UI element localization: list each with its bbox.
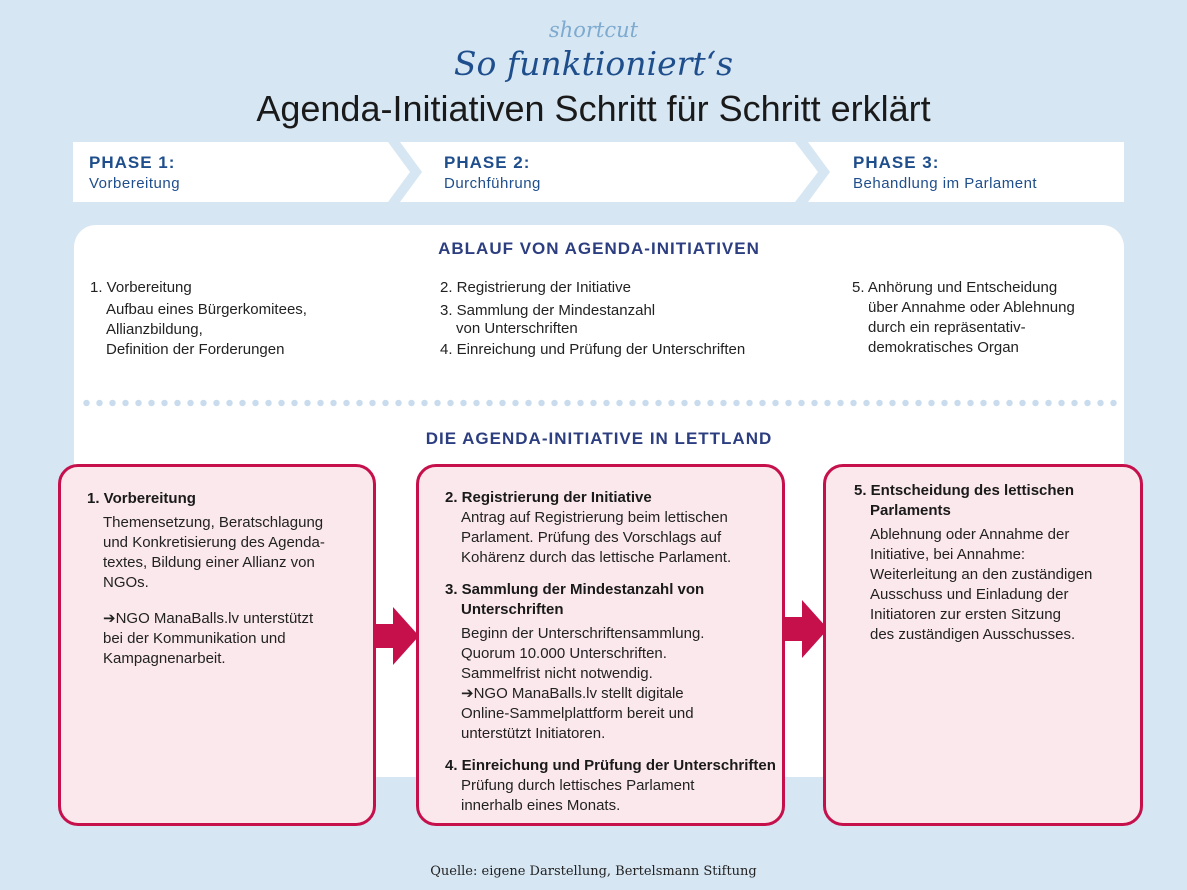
box-2-body-line: Sammelfrist nicht notwendig.	[461, 665, 653, 682]
box-2-heading-registration: 2. Registrierung der Initiative	[445, 489, 652, 506]
latvia-box-2: 2. Registrierung der Initiative Antrag a…	[416, 464, 785, 826]
box-1-body-line: Themensetzung, Beratschlagung	[103, 514, 324, 531]
box-1-body-line: textes, Bildung einer Allianz von	[103, 554, 315, 571]
box-2-body-line: Beginn der Unterschriftensammlung.	[461, 625, 705, 642]
box-3-body: Ablehnung oder Annahme der Initiative, b…	[854, 525, 1140, 645]
box-2-body-line: Online-Sammelplattform bereit und	[461, 705, 694, 722]
box-2-body-line: unterstützt Initiatoren.	[461, 725, 606, 742]
box-3-body-line: des zuständigen Ausschusses.	[870, 626, 1076, 643]
box-3-heading: 5. Entscheidung des lettischen	[854, 482, 1075, 499]
overview-item-1-line: Aufbau eines Bürgerkomitees,	[106, 301, 307, 318]
phase-3-subtitle: Behandlung im Parlament	[853, 175, 1038, 192]
overview-column-3: 5. Anhörung und Entscheidung über Annahm…	[852, 278, 1112, 358]
subtitle: So funktioniert‘s	[453, 44, 734, 83]
phase-1-chevron	[73, 142, 410, 202]
box-3-body-line: Weiterleitung an den zuständigen	[870, 566, 1093, 583]
box-3-body-line: Ausschuss und Einladung der	[870, 586, 1069, 603]
box-3-body-line: Initiative, bei Annahme:	[870, 546, 1026, 563]
overview-column-1: 1. Vorbereitung Aufbau eines Bürgerkomit…	[90, 278, 390, 360]
box-2-heading-submission: 4. Einreichung und Prüfung der Unterschr…	[445, 757, 776, 774]
phase-1: PHASE 1: Vorbereitung	[89, 153, 180, 192]
phase-bar: PHASE 1: Vorbereitung PHASE 2: Durchführ…	[0, 142, 1187, 202]
overview-heading: ABLAUF VON AGENDA-INITIATIVEN	[438, 239, 760, 258]
box-2-heading-collection-line: Unterschriften	[461, 601, 564, 618]
box-2-body-line: Quorum 10.000 Unterschriften.	[461, 645, 667, 662]
overview-item-5: 5. Anhörung und Entscheidung	[852, 279, 1058, 296]
box-2-body-line: Kohärenz durch das lettische Parlament.	[461, 549, 732, 566]
box-3-body-line: Ablehnung oder Annahme der	[870, 526, 1070, 543]
page-title: Agenda-Initiativen Schritt für Schritt e…	[256, 88, 931, 129]
box-1-note: ➔NGO ManaBalls.lv unterstützt bei der Ko…	[87, 609, 373, 669]
arrow-right-icon	[375, 607, 419, 665]
latvia-box-1: 1. Vorbereitung Themensetzung, Beratschl…	[58, 464, 376, 826]
overview-item-2: 2. Registrierung der Initiative	[440, 279, 631, 296]
phase-3-chevron	[808, 142, 1124, 202]
box-2-body-collection: Beginn der Unterschriftensammlung. Quoru…	[445, 624, 782, 744]
box-1-body-line: und Konkretisierung des Agenda-	[103, 534, 325, 551]
overview-item-4: 4. Einreichung und Prüfung der Unterschr…	[440, 341, 746, 358]
phase-1-subtitle: Vorbereitung	[89, 175, 181, 192]
overview-item-3-line: von Unterschriften	[456, 320, 578, 337]
kicker: shortcut	[548, 18, 639, 42]
source-note: Quelle: eigene Darstellung, Bertelsmann …	[430, 864, 757, 879]
box-2-body-line: innerhalb eines Monats.	[461, 797, 621, 814]
box-2-body-line: ➔NGO ManaBalls.lv stellt digitale	[461, 685, 684, 702]
arrow-right-icon	[784, 600, 828, 658]
phase-2-chevron	[400, 142, 818, 202]
box-1-body: Themensetzung, Beratschlagung und Konkre…	[87, 513, 373, 593]
phase-2: PHASE 2: Durchführung	[444, 153, 541, 192]
box-3-body-line: Initiatoren zur ersten Sitzung	[870, 606, 1061, 623]
box-2-body-line: Prüfung durch lettisches Parlament	[461, 777, 695, 794]
phase-1-title: PHASE 1:	[89, 153, 176, 172]
box-1-body-line: NGOs.	[103, 574, 149, 591]
overview-item-5-line: durch ein repräsentativ-	[868, 319, 1026, 336]
overview-item-1: 1. Vorbereitung	[90, 279, 192, 296]
box-2-body-line: Parlament. Prüfung des Vorschlags auf	[461, 529, 722, 546]
phase-3: PHASE 3: Behandlung im Parlament	[853, 153, 1037, 192]
overview-item-1-line: Allianzbildung,	[106, 321, 203, 338]
box-1-note-line: ➔NGO ManaBalls.lv unterstützt	[103, 610, 314, 627]
phase-chevrons	[73, 142, 1124, 202]
box-3-heading-line: Parlaments	[870, 502, 951, 519]
box-1-note-line: Kampagnenarbeit.	[103, 650, 226, 667]
overview-item-1-line: Definition der Forderungen	[106, 341, 285, 358]
phase-2-title: PHASE 2:	[444, 153, 531, 172]
dotted-divider	[80, 398, 1122, 408]
overview-item-5-line: demokratisches Organ	[868, 339, 1019, 356]
phase-3-title: PHASE 3:	[853, 153, 940, 172]
box-2-body-registration: Antrag auf Registrierung beim lettischen…	[445, 508, 782, 568]
latvia-heading: DIE AGENDA-INITIATIVE IN LETTLAND	[425, 429, 773, 448]
phase-2-subtitle: Durchführung	[444, 175, 541, 192]
box-2-body-submission: Prüfung durch lettisches Parlament inner…	[445, 776, 782, 816]
box-2-body-line: Antrag auf Registrierung beim lettischen	[461, 509, 728, 526]
overview-item-3: 3. Sammlung der Mindestanzahl	[440, 302, 656, 319]
latvia-box-3: 5. Entscheidung des lettischen Parlament…	[823, 464, 1143, 826]
overview-item-5-line: über Annahme oder Ablehnung	[868, 299, 1075, 316]
box-1-heading: 1. Vorbereitung	[87, 490, 196, 507]
overview-column-2: 2. Registrierung der Initiative 3. Samml…	[440, 278, 820, 360]
box-2-heading-collection: 3. Sammlung der Mindestanzahl von	[445, 581, 705, 598]
box-1-note-line: bei der Kommunikation und	[103, 630, 286, 647]
